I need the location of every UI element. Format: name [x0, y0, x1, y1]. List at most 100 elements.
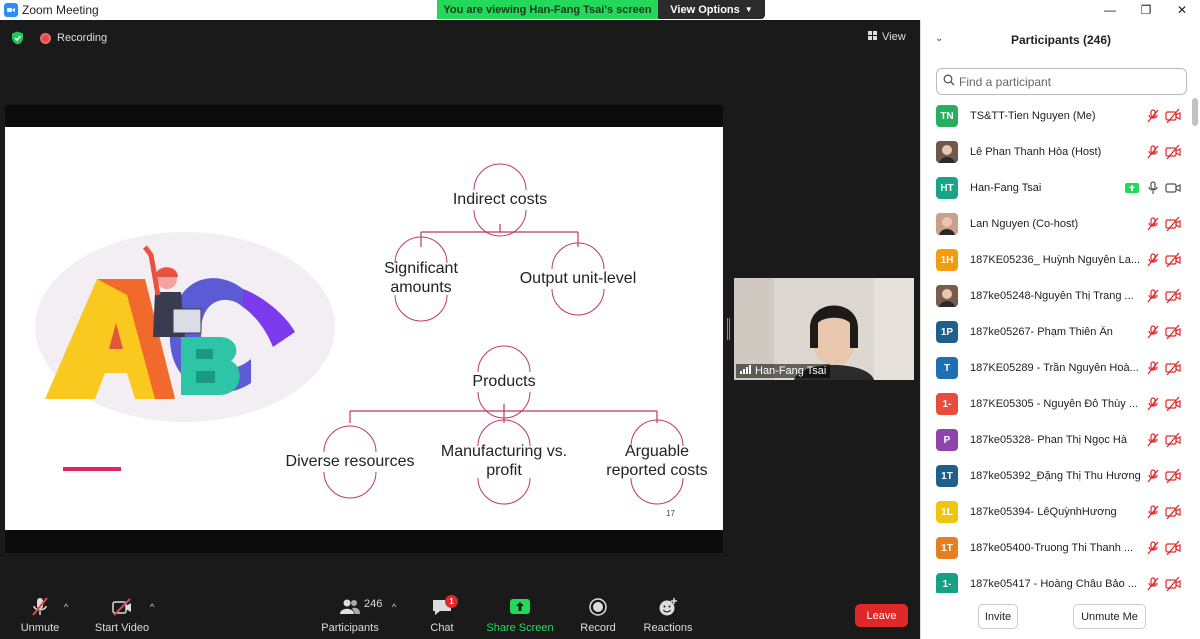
video-off-icon [1165, 288, 1181, 304]
muted-mic-icon [1145, 576, 1161, 592]
muted-mic-icon [1145, 540, 1161, 556]
panel-title: Participants (246) [1010, 33, 1112, 47]
participants-panel: ⌄ Participants (246) TN TS&TT-Tien Nguyen… [920, 20, 1200, 639]
collapse-panel-chevron-icon[interactable]: ⌄ [935, 33, 944, 44]
reactions-button[interactable]: Reactions [642, 597, 694, 634]
security-shield-icon[interactable] [11, 31, 24, 45]
video-off-icon [1165, 396, 1181, 412]
splitter-handle[interactable] [727, 318, 730, 340]
record-icon [589, 598, 607, 616]
avatar: 1H [936, 249, 958, 271]
close-button[interactable]: ✕ [1164, 0, 1200, 20]
muted-mic-icon [1145, 108, 1161, 124]
share-screen-label: Share Screen [486, 622, 554, 634]
panel-footer: Invite Unmute Me [921, 598, 1200, 639]
participant-name: 187ke05328- Phan Thị Ngọc Hà [970, 434, 1127, 446]
diagram-node-label: Products [472, 373, 535, 390]
participant-list: TN TS&TT-Tien Nguyen (Me) Lê Phan Thanh Hò… [921, 98, 1191, 593]
view-button[interactable]: View [868, 31, 906, 43]
participants-label: Participants [321, 622, 379, 634]
participants-options-caret[interactable]: ^ [392, 602, 397, 612]
record-button[interactable]: Record [578, 597, 618, 634]
participants-button[interactable]: Participants [320, 597, 380, 634]
avatar: 1- [936, 573, 958, 593]
recording-indicator[interactable]: Recording [40, 32, 107, 44]
chevron-down-icon: ▼ [744, 5, 753, 14]
minimize-button[interactable]: — [1092, 0, 1128, 20]
record-label: Record [580, 622, 616, 634]
signal-icon [740, 365, 751, 377]
avatar: P [936, 429, 958, 451]
avatar: 1P [936, 321, 958, 343]
sharing-screen-icon [1124, 180, 1140, 196]
avatar [936, 141, 958, 163]
leave-button[interactable]: Leave [855, 604, 908, 627]
node-arc [477, 477, 531, 505]
node-arc [551, 242, 605, 270]
unmute-button[interactable]: Unmute [20, 597, 60, 634]
muted-mic-icon [1145, 144, 1161, 160]
participant-name: 187ke05400-Truong Thi Thanh ... [970, 542, 1134, 554]
participant-name: 187KE05289 - Trần Nguyễn Hoà... [970, 362, 1139, 374]
participant-name: Han-Fang Tsai [970, 182, 1042, 194]
video-off-icon [1165, 468, 1181, 484]
participant-row[interactable]: 1P 187ke05267- Phạm Thiên Ân [921, 314, 1191, 350]
share-screen-button[interactable]: Share Screen [485, 597, 555, 634]
node-arc [323, 425, 377, 453]
muted-mic-icon [1145, 252, 1161, 268]
participant-row[interactable]: 1- 187KE05305 - Nguyễn Đỗ Thùy ... [921, 386, 1191, 422]
share-screen-icon [510, 599, 530, 614]
scroll-thumb[interactable] [1192, 98, 1198, 126]
abc-illustration [35, 232, 335, 422]
start-video-button[interactable]: Start Video [92, 597, 152, 634]
participant-name: Lan Nguyen (Co-host) [970, 218, 1079, 230]
video-off-icon [1165, 252, 1181, 268]
node-arc [551, 288, 605, 316]
zoom-logo-icon [4, 3, 18, 17]
video-options-caret[interactable]: ^ [150, 602, 155, 612]
participant-name: 187KE05305 - Nguyễn Đỗ Thùy ... [970, 398, 1138, 410]
node-arc [394, 294, 448, 322]
avatar: TN [936, 105, 958, 127]
participant-row[interactable]: Lan Nguyen (Co-host) [921, 206, 1191, 242]
minimize-icon: — [1104, 3, 1116, 17]
restore-button[interactable]: ❐ [1128, 0, 1164, 20]
participant-row[interactable]: Lê Phan Thanh Hòa (Host) [921, 134, 1191, 170]
audio-options-caret[interactable]: ^ [64, 602, 69, 612]
participants-icon [340, 599, 360, 614]
participant-scrollbar[interactable] [1192, 96, 1198, 591]
invite-button[interactable]: Invite [978, 604, 1018, 629]
participant-name: 187ke05267- Phạm Thiên Ân [970, 326, 1113, 338]
start-video-label: Start Video [94, 622, 150, 634]
search-input[interactable] [959, 74, 1179, 89]
video-off-icon [112, 598, 131, 616]
video-tile[interactable]: Han-Fang Tsai [734, 278, 914, 380]
participant-row[interactable]: TN TS&TT-Tien Nguyen (Me) [921, 98, 1191, 134]
participant-row[interactable]: 1-187ke05417 - Hoàng Châu Bảo ... [921, 566, 1191, 593]
accent-bar [63, 467, 121, 471]
participant-name: TS&TT-Tien Nguyen (Me) [970, 110, 1096, 122]
muted-mic-icon [1145, 432, 1161, 448]
participant-row[interactable]: 187ke05248-Nguyễn Thị Trang ... [921, 278, 1191, 314]
muted-mic-icon [1145, 324, 1161, 340]
participant-search[interactable] [936, 68, 1187, 95]
view-options-label: View Options [670, 3, 740, 16]
view-options-button[interactable]: View Options ▼ [658, 0, 765, 19]
avatar: 1- [936, 393, 958, 415]
unmute-me-button[interactable]: Unmute Me [1073, 604, 1146, 629]
avatar: 1T [936, 465, 958, 487]
muted-mic-icon [1145, 504, 1161, 520]
participant-row[interactable]: P 187ke05328- Phan Thị Ngọc Hà [921, 422, 1191, 458]
participant-count: 246 [364, 598, 383, 610]
